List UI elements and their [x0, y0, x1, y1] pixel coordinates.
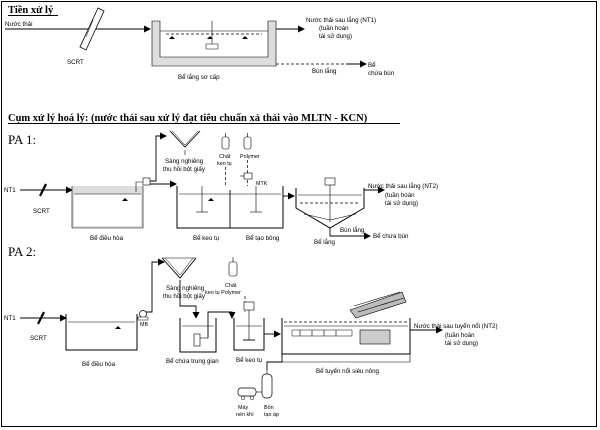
pa1-sludge-arrow — [329, 228, 371, 240]
pa2-inclined-sieve — [161, 257, 197, 279]
sludge-label: Bùn lắng — [312, 68, 337, 75]
pa2-compressor-label-2: nén khí — [236, 412, 254, 418]
pa1-outlet-label: Nước thải sau lắng (NT2) — [368, 183, 438, 190]
primary-settling-tank — [151, 20, 277, 67]
pa1-flocculation-label: Bể tạo bông — [246, 235, 280, 242]
pa1-sieve-label-2: thu hồi bột giấy — [163, 166, 206, 173]
primary-settling-tank-label: Bể lắng sơ cấp — [178, 74, 220, 81]
pa2-recycle-pipe — [282, 354, 411, 363]
pa1-sieve-label-1: Sàng nghiêng — [165, 158, 204, 165]
pa2-chemical-label-1: Chất — [225, 283, 237, 289]
pa1-section: PA 1: NT1 SCRT Bể điều hòa Sàng nghiêng … — [4, 130, 438, 246]
pa2-pressure-label-2: tạo áp — [264, 412, 279, 418]
pa2-vessel-to-flotation-pipe — [266, 354, 283, 370]
pa2-inlet-label: NT1 — [4, 315, 16, 322]
pa2-equalization-tank — [65, 314, 138, 351]
pa1-sludge-tank-label: Bể chứa bùn — [373, 233, 409, 240]
pretreatment-section: Tiền xử lý Nước thải SCRT Bể lắng sơ cấp… — [5, 5, 395, 81]
pretreatment-inlet-label: Nước thải — [5, 21, 32, 28]
pa1-pump-icon — [142, 177, 151, 186]
pa1-settling-label: Bể lắng — [314, 239, 336, 246]
pa2-compressor-label-1: Máy — [238, 405, 248, 411]
primary-outlet-label: Nước thải sau lắng (NT1) — [306, 17, 376, 24]
pa2-coagulation-label: Bể keo tụ — [236, 357, 263, 364]
pa1-mtk-pump-icon — [240, 172, 253, 180]
pa1-equalization-tank — [71, 186, 144, 229]
pa1-chemical-label-1: Chất — [219, 154, 231, 160]
pa2-section: PA 2: NT1 SCRT Bể điều hòa MB Sàng nghiê… — [4, 244, 498, 418]
pa2-flotation-label: Bể tuyển nổi siêu nông — [316, 368, 380, 375]
sludge-tank-line-2: chứa bùn — [368, 70, 395, 77]
physchem-title: Cụm xử lý hoá lý: (nước thải sau xử lý đ… — [8, 113, 368, 124]
pa1-polymer-tank — [243, 133, 252, 150]
pa2-reuse-line-2: tái sử dụng) — [445, 340, 478, 347]
pa2-outlet-label: Nước thải sau tuyển nổi (NT2) — [414, 323, 498, 330]
pa1-screen-icon — [39, 183, 47, 197]
pa2-flotation-tank — [281, 318, 411, 355]
pa1-label: PA 1: — [8, 132, 36, 147]
pa1-inclined-sieve — [169, 130, 201, 148]
pa2-pump-icon — [137, 310, 149, 321]
pa2-screen-icon — [37, 311, 45, 325]
pa1-coagulation-label: Bể keo tụ — [193, 235, 220, 242]
primary-reuse-line-2: tái sử dụng) — [319, 33, 352, 40]
pa1-screen-label: SCRT — [33, 208, 50, 215]
pretreatment-screen-label: SCRT — [67, 59, 84, 66]
pa2-intermediate-to-coag-pipe — [207, 311, 236, 338]
pa1-mtk-label: MTK — [256, 181, 268, 187]
pa2-skimmer-icon — [349, 291, 407, 319]
pa1-pump-to-sieve-pipe — [150, 132, 167, 182]
pa2-intermediate-label: Bể chứa trung gian — [166, 358, 219, 365]
pa2-sieve-to-intermediate-pipe — [179, 280, 200, 319]
pa2-pressure-vessel-icon — [261, 370, 273, 399]
pa1-chemical-tank — [221, 133, 230, 150]
pa1-inlet-label: NT1 — [4, 187, 16, 194]
pa1-settling-tank — [295, 177, 365, 229]
pa2-air-compressor-icon — [237, 387, 257, 401]
pa2-sieve-label-1: Sàng nghiêng — [166, 285, 205, 292]
pa2-pump-label: MB — [140, 322, 148, 328]
pretreatment-title: Tiền xử lý — [8, 5, 54, 16]
pa1-chemical-label-2: keo tụ — [217, 161, 232, 167]
primary-reuse-line-1: (tuần hoàn — [319, 25, 349, 32]
pa2-pump-to-sieve-pipe — [146, 258, 165, 313]
pa2-chemical-label-2: keo tụ Polymer — [205, 290, 241, 296]
pa1-pump-suction — [135, 181, 143, 192]
pa1-sludge-label: Bùn lắng — [340, 227, 365, 234]
pa2-chemical-tank — [228, 257, 238, 277]
pa1-reuse-line-1: (tuần hoàn — [385, 192, 415, 199]
pa2-intermediate-tank — [179, 318, 217, 353]
pa2-coagulation-tank — [233, 301, 265, 351]
pa2-equalization-label: Bể điều hòa — [82, 361, 116, 368]
pa1-coag-floc-tank — [176, 186, 284, 229]
sludge-tank-line-1: Bể — [368, 62, 376, 69]
pa1-polymer-label: Polymer — [240, 154, 260, 160]
pa2-label: PA 2: — [8, 244, 36, 259]
pa2-pressure-label-1: Bồn — [264, 405, 274, 411]
pa2-screen-label: SCRT — [30, 335, 47, 342]
pa2-sieve-label-2: thu hồi bột giấy — [163, 293, 206, 300]
pa2-reuse-line-1: (tuần hoàn — [445, 332, 475, 339]
pa1-equalization-label: Bể điều hòa — [90, 235, 124, 242]
pretreatment-screen-icon — [79, 7, 105, 51]
pa1-reuse-line-2: tái sử dụng) — [385, 200, 418, 207]
